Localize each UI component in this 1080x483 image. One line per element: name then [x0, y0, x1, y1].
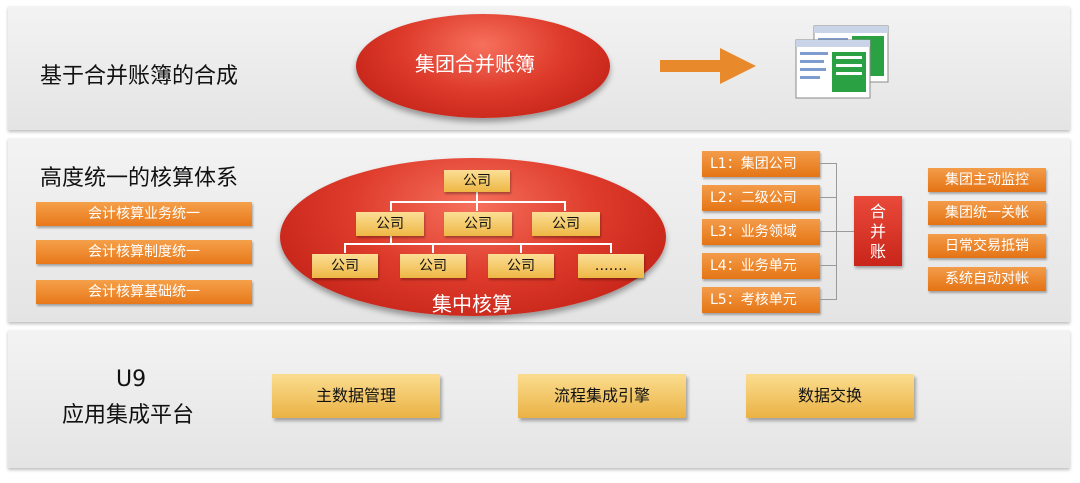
org-node-mid-2: 公司 — [444, 212, 512, 236]
bracket-line — [820, 231, 836, 232]
left-item-foundation: 会计核算基础统一 — [36, 280, 252, 304]
merge-char-3: 账 — [869, 242, 886, 261]
bracket-line — [836, 231, 854, 232]
level-l4: L4：业务单元 — [702, 253, 820, 279]
level-l1: L1：集团公司 — [702, 151, 820, 177]
org-node-mid-1: 公司 — [356, 212, 424, 236]
merge-char-1: 合 — [869, 202, 886, 221]
bracket-line — [820, 163, 836, 164]
org-line — [344, 243, 346, 253]
centralized-accounting-label: 集中核算 — [432, 292, 512, 316]
bracket-line — [820, 299, 836, 300]
row3-title-line2: 应用集成平台 — [62, 403, 195, 428]
row2-title: 高度统一的核算体系 — [40, 166, 239, 191]
org-node-mid-3: 公司 — [532, 212, 600, 236]
right-item-reconcile: 系统自动对帐 — [928, 267, 1046, 291]
org-line — [390, 201, 566, 203]
org-line — [520, 243, 522, 253]
level-l3: L3：业务领域 — [702, 219, 820, 245]
level-l2: L2：二级公司 — [702, 185, 820, 211]
org-line — [476, 201, 478, 211]
org-node-bottom-3: 公司 — [488, 254, 554, 278]
right-item-elimination: 日常交易抵销 — [928, 234, 1046, 258]
org-line — [476, 192, 478, 202]
org-node-bottom-more: ……. — [578, 254, 644, 278]
org-node-bottom-1: 公司 — [312, 254, 378, 278]
platform-master-data: 主数据管理 — [272, 374, 440, 418]
org-node-top: 公司 — [444, 170, 510, 192]
row1-title: 基于合并账簿的合成 — [40, 64, 239, 89]
org-line — [432, 243, 434, 253]
merge-char-2: 并 — [869, 222, 886, 241]
right-item-monitor: 集团主动监控 — [928, 168, 1046, 192]
org-line — [564, 201, 566, 211]
platform-data-exchange: 数据交换 — [746, 374, 914, 418]
org-line — [344, 243, 612, 245]
org-line — [390, 236, 392, 244]
left-item-policy: 会计核算制度统一 — [36, 240, 252, 264]
left-item-business: 会计核算业务统一 — [36, 202, 252, 226]
right-item-close: 集团统一关帐 — [928, 201, 1046, 225]
level-l5: L5：考核单元 — [702, 287, 820, 313]
platform-process-engine: 流程集成引擎 — [518, 374, 686, 418]
row3-title-line1: U9 — [116, 367, 147, 392]
bracket-line — [820, 265, 836, 266]
arrow-right-icon — [660, 48, 756, 84]
bracket-line — [820, 197, 836, 198]
report-screens-icon — [795, 25, 889, 99]
org-line — [610, 243, 612, 253]
group-ledger-label: 集团合并账簿 — [415, 52, 535, 76]
org-line — [390, 201, 392, 211]
group-ledger-ellipse — [356, 14, 610, 118]
org-node-bottom-2: 公司 — [400, 254, 466, 278]
merge-ledger-box: 合 并 账 — [854, 196, 902, 266]
